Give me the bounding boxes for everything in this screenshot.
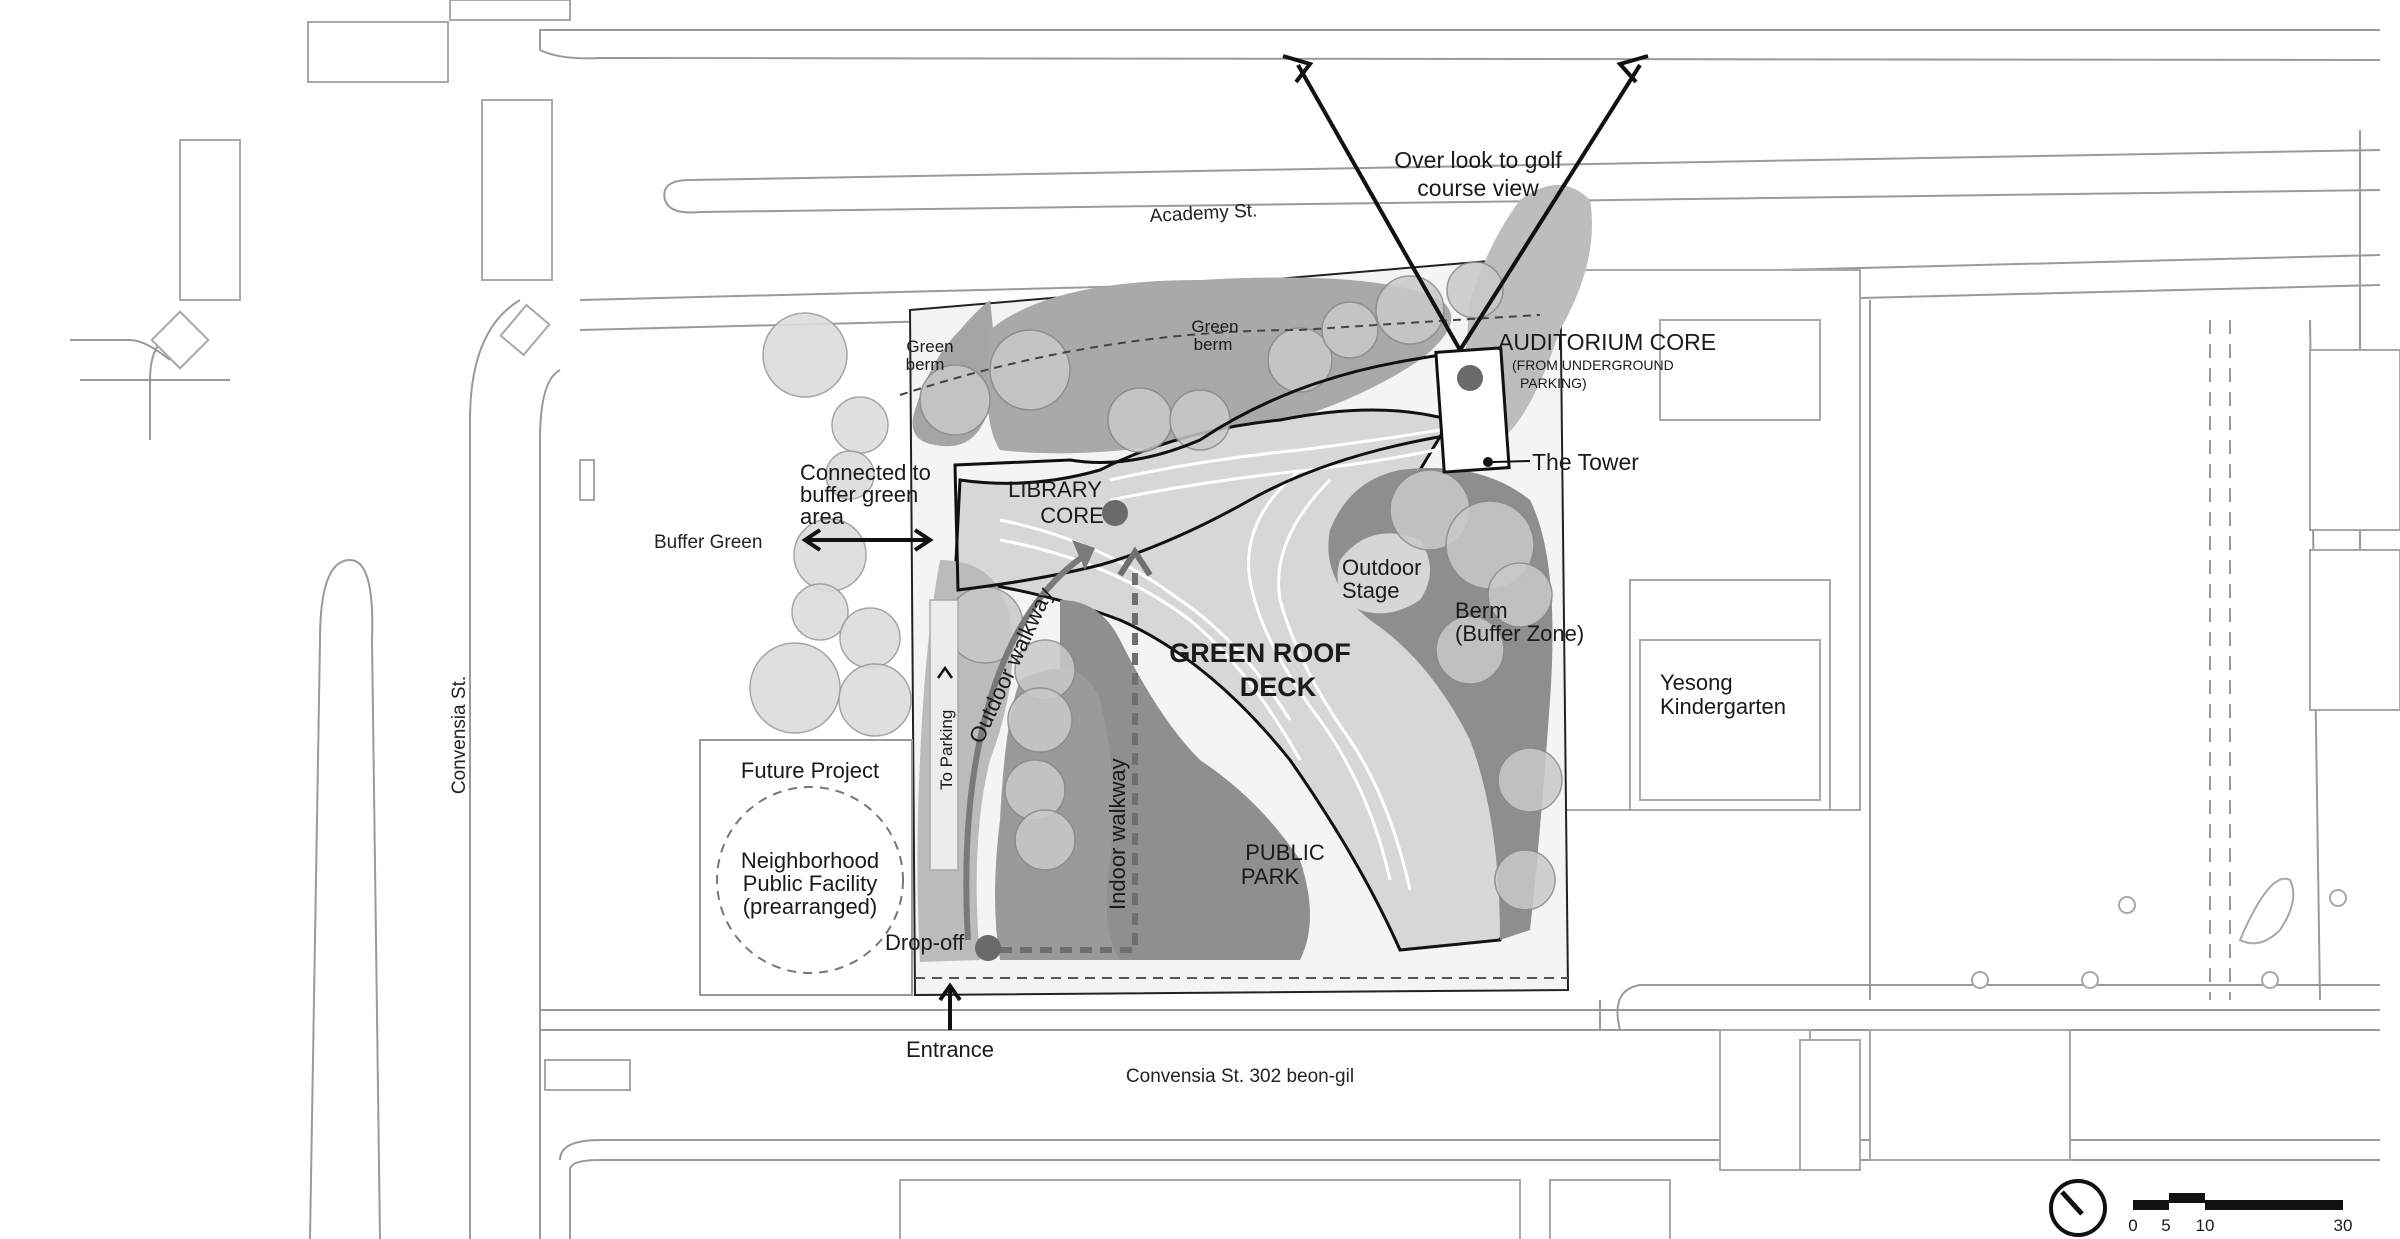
future-project-label: Future Project bbox=[741, 758, 879, 783]
buffer-green-label: Buffer Green bbox=[654, 532, 762, 553]
buildings bbox=[953, 346, 1531, 592]
connected-label-3: area bbox=[800, 504, 845, 529]
drop-off-marker bbox=[975, 935, 1001, 961]
scale-bar: 0 5 10 30 bbox=[2128, 1193, 2352, 1235]
annotation-arrows bbox=[801, 54, 1649, 1030]
auditorium-core-marker bbox=[1457, 365, 1483, 391]
berm-label-2: (Buffer Zone) bbox=[1455, 621, 1584, 646]
context-blocks bbox=[150, 0, 2400, 1239]
auditorium-core-label: AUDITORIUM CORE bbox=[1498, 329, 1716, 355]
green-berm-top-1: Green bbox=[1191, 317, 1238, 336]
north-berm-trees bbox=[899, 261, 1541, 453]
to-parking-label: To Parking bbox=[937, 710, 956, 790]
indoor-walkway-label: Indoor walkway bbox=[1105, 758, 1130, 910]
south-street-label: Convensia St. 302 beon-gil bbox=[1126, 1066, 1354, 1087]
north-arrow-icon bbox=[2049, 1179, 2107, 1237]
green-berm-left-1: Green bbox=[906, 337, 953, 356]
neighborhood-label-1: Neighborhood bbox=[741, 848, 879, 873]
auditorium-note-2: PARKING) bbox=[1520, 375, 1587, 391]
walkways bbox=[929, 540, 1153, 961]
neighborhood-label-3: (prearranged) bbox=[743, 894, 878, 919]
library-core-marker bbox=[1102, 500, 1128, 526]
outdoor-stage-label-2: Stage bbox=[1342, 578, 1400, 603]
scale-tick-30: 30 bbox=[2334, 1216, 2353, 1235]
public-park-label-1: PUBLIC bbox=[1245, 840, 1325, 865]
green-berm-left-2: berm bbox=[906, 355, 945, 374]
connected-label-1: Connected to bbox=[800, 460, 931, 485]
yesong-label-2: Kindergarten bbox=[1660, 694, 1786, 719]
the-tower-label: The Tower bbox=[1532, 449, 1639, 475]
future-project-parcel bbox=[699, 739, 913, 996]
overlook-label-2: course view bbox=[1417, 175, 1539, 201]
neighborhood-label-2: Public Facility bbox=[743, 871, 877, 896]
auditorium-note-1: (FROM UNDERGROUND bbox=[1512, 357, 1674, 373]
green-berm-top-2: berm bbox=[1194, 335, 1233, 354]
convensia-st-label: Convensia St. bbox=[449, 676, 470, 794]
scale-tick-10: 10 bbox=[2196, 1216, 2215, 1235]
scale-tick-5: 5 bbox=[2161, 1216, 2170, 1235]
berm-buffer-zone bbox=[1328, 468, 1563, 940]
green-roof-label-1: GREEN ROOF bbox=[1169, 638, 1351, 668]
public-park-label-2: PARK bbox=[1241, 864, 1300, 889]
library-core-label-1: LIBRARY bbox=[1008, 477, 1102, 502]
connected-label-2: buffer green bbox=[800, 482, 918, 507]
berm-label-1: Berm bbox=[1455, 598, 1508, 623]
green-roof-label-2: DECK bbox=[1240, 672, 1317, 702]
entrance-label: Entrance bbox=[906, 1037, 994, 1062]
yesong-label-1: Yesong bbox=[1660, 670, 1733, 695]
outdoor-stage-label-1: Outdoor bbox=[1342, 555, 1422, 580]
drop-off-label: Drop-off bbox=[885, 930, 965, 955]
scale-tick-0: 0 bbox=[2128, 1216, 2137, 1235]
overlook-label-1: Over look to golf bbox=[1394, 147, 1562, 173]
library-core-label-2: CORE bbox=[1040, 503, 1104, 528]
academy-st-label: Academy St. bbox=[1149, 200, 1258, 227]
